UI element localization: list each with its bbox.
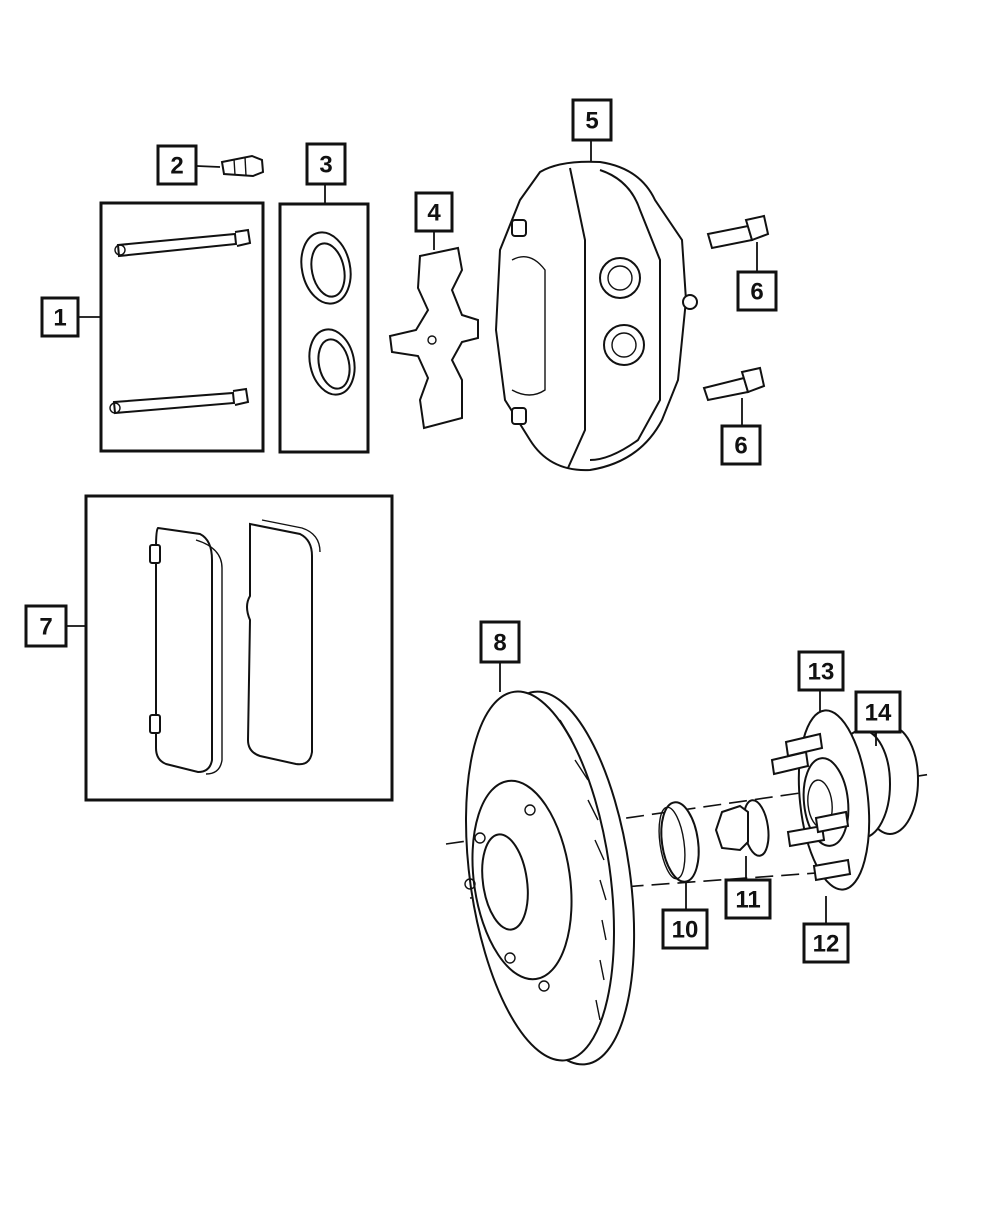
callout-6-upper: 6 [736, 270, 778, 312]
brake-pad-frame [84, 494, 394, 802]
callout-7: 7 [24, 604, 68, 648]
callout-8-label: 8 [493, 630, 506, 657]
callout-7-label: 7 [39, 614, 52, 641]
seal-kit-frame [278, 202, 370, 454]
callout-13: 13 [797, 650, 845, 692]
callout-11: 11 [724, 878, 772, 920]
part-10-dust-cap [658, 801, 700, 910]
brake-pad-inner [149, 526, 223, 775]
seal-lower [308, 328, 356, 396]
brake-pad-outer [246, 519, 321, 766]
callout-2-label: 2 [170, 153, 183, 180]
callout-10-label: 10 [672, 917, 699, 944]
guide-pin-upper [114, 228, 252, 258]
callout-4: 4 [414, 191, 454, 233]
callout-6-lower-label: 6 [734, 433, 747, 460]
callout-3-label: 3 [319, 152, 332, 179]
callout-12-label: 12 [813, 931, 840, 958]
guide-pin-lower [109, 387, 250, 415]
callout-5: 5 [571, 98, 613, 142]
callout-13-label: 13 [808, 659, 835, 686]
part-11-hub-nut [714, 799, 770, 880]
callout-14: 14 [854, 690, 902, 734]
part-8-rotor [464, 662, 636, 1066]
part-4-clip [388, 230, 479, 430]
part-5-caliper [494, 140, 698, 472]
part-1-pin-kit [99, 201, 265, 453]
seal-upper [300, 231, 352, 305]
callout-6-upper-label: 6 [750, 279, 763, 306]
pin-kit-frame [99, 201, 265, 453]
callout-10: 10 [661, 908, 709, 950]
callout-8: 8 [479, 620, 521, 664]
callout-2: 2 [156, 144, 198, 186]
callout-6-lower: 6 [720, 424, 762, 466]
callout-1-label: 1 [53, 305, 66, 332]
part-6-bolt-lower [702, 366, 766, 426]
part-12-wheel-studs [770, 732, 852, 924]
callout-14-label: 14 [865, 700, 892, 727]
part-2-bleeder-screw [196, 154, 265, 178]
callout-1: 1 [40, 296, 101, 338]
callout-12: 12 [802, 922, 850, 964]
part-3-seal-kit [278, 185, 370, 454]
callout-11-label: 11 [735, 887, 760, 914]
part-7-brake-pads [66, 494, 394, 802]
part-6-bolt-upper [706, 214, 770, 272]
callout-3: 3 [305, 142, 347, 186]
callout-5-label: 5 [585, 108, 598, 135]
callout-4-label: 4 [427, 200, 441, 227]
